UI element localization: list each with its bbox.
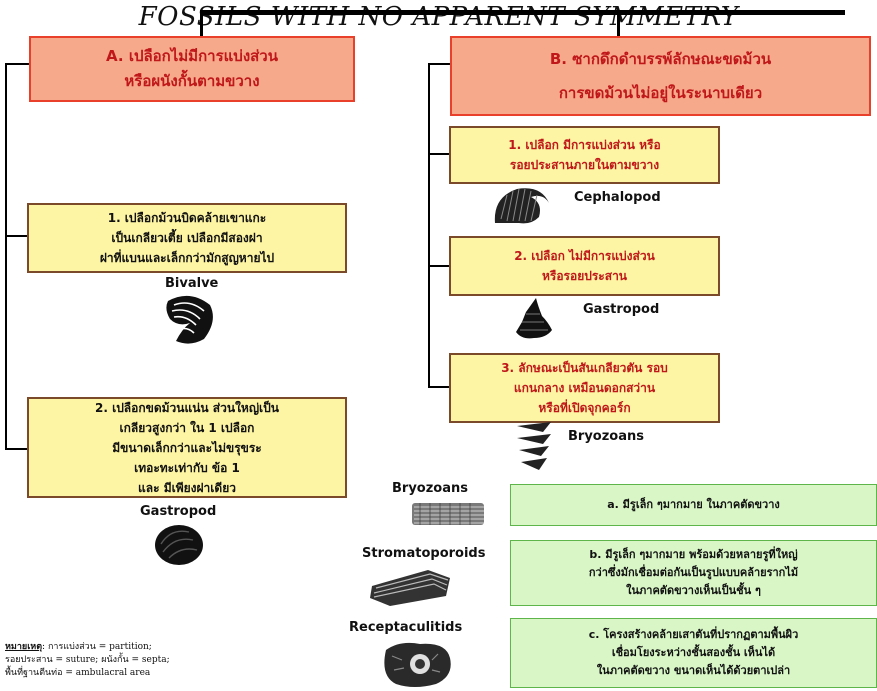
branch-b-item1-label: Cephalopod (574, 190, 661, 205)
branch-b-item3: 3. ลักษณะเป็นสันเกลียวตัน รอบ แกนกลาง เห… (449, 353, 720, 423)
branch-b-item3-label: Bryozoans (568, 429, 644, 444)
footnote: หมายเหตุ: การแบ่งส่วน = partition; รอยปร… (5, 641, 170, 680)
receptaculitid-illustration (384, 642, 451, 687)
stromatoporoid-illustration (370, 570, 450, 606)
diagram-title: FOSSILS WITH NO APPARENT SYMMETRY (138, 2, 739, 32)
sub-item-c-box: c. โครงสร้างคล้ายเสาตันที่ปรากฏตามพื้นผิ… (510, 618, 877, 688)
bryozoan-section-illustration (412, 503, 484, 525)
sub-item-b-label: Stromatoporoids (362, 546, 486, 561)
gastropod-illustration-left (155, 525, 203, 565)
bryozoan-spiral-illustration (517, 422, 551, 470)
branch-a-heading: A. เปลือกไม่มีการแบ่งส่วน หรือผนังกั้นตา… (29, 36, 355, 102)
branch-b-tick-item1 (428, 153, 449, 155)
branch-b-tick-heading (428, 63, 450, 65)
branch-a-item2-label: Gastropod (140, 504, 217, 519)
gastropod-illustration-right (516, 298, 552, 339)
branch-a-item2: 2. เปลือกขดม้วนแน่น ส่วนใหญ่เป็น เกลียวส… (27, 397, 347, 498)
branch-b-item2: 2. เปลือก ไม่มีการแบ่งส่วน หรือรอยประสาน (449, 236, 720, 296)
title-bar (200, 10, 845, 15)
sub-item-b-box: b. มีรูเล็ก ๆมากมาย พร้อมด้วยหลายรูที่ให… (510, 540, 877, 606)
branch-a-tick-heading (5, 63, 29, 65)
bivalve-illustration (166, 295, 213, 344)
title-bar-drop-right (617, 10, 620, 36)
footnote-line1: หมายเหตุ: การแบ่งส่วน = partition; (5, 641, 170, 654)
footnote-line2: รอยประสาน = suture; ผนังกั้น = septa; (5, 655, 170, 665)
branch-a-tick-item2 (5, 448, 27, 450)
footnote-heading: หมายเหตุ (5, 642, 43, 652)
branch-a-item1-label: Bivalve (165, 276, 219, 291)
branch-b-item2-label: Gastropod (583, 302, 660, 317)
sub-item-a-box: a. มีรูเล็ก ๆมากมาย ในภาคตัดขวาง (510, 484, 877, 526)
branch-b-item1: 1. เปลือก มีการแบ่งส่วน หรือ รอยประสานภา… (449, 126, 720, 184)
footnote-line3: พื้นที่ฐานตีนท่อ = ambulacral area (5, 668, 151, 678)
sub-item-a-label: Bryozoans (392, 481, 468, 496)
branch-a-item1: 1. เปลือกม้วนบิดคล้ายเขาแกะ เป็นเกลียวเต… (27, 203, 347, 273)
branch-b-connector (428, 63, 430, 388)
footnote-line1-text: : การแบ่งส่วน = partition; (42, 642, 152, 652)
branch-a-tick-item1 (5, 235, 27, 237)
branch-b-tick-item2 (428, 265, 449, 267)
title-bar-drop-left (200, 10, 203, 40)
branch-b-tick-item3 (428, 386, 449, 388)
sub-item-c-label: Receptaculitids (349, 620, 463, 635)
branch-b-heading: B. ซากดึกดำบรรพ์ลักษณะขดม้วน การขดม้วนไม… (450, 36, 871, 116)
branch-a-connector (5, 63, 7, 449)
cephalopod-illustration (494, 188, 549, 224)
